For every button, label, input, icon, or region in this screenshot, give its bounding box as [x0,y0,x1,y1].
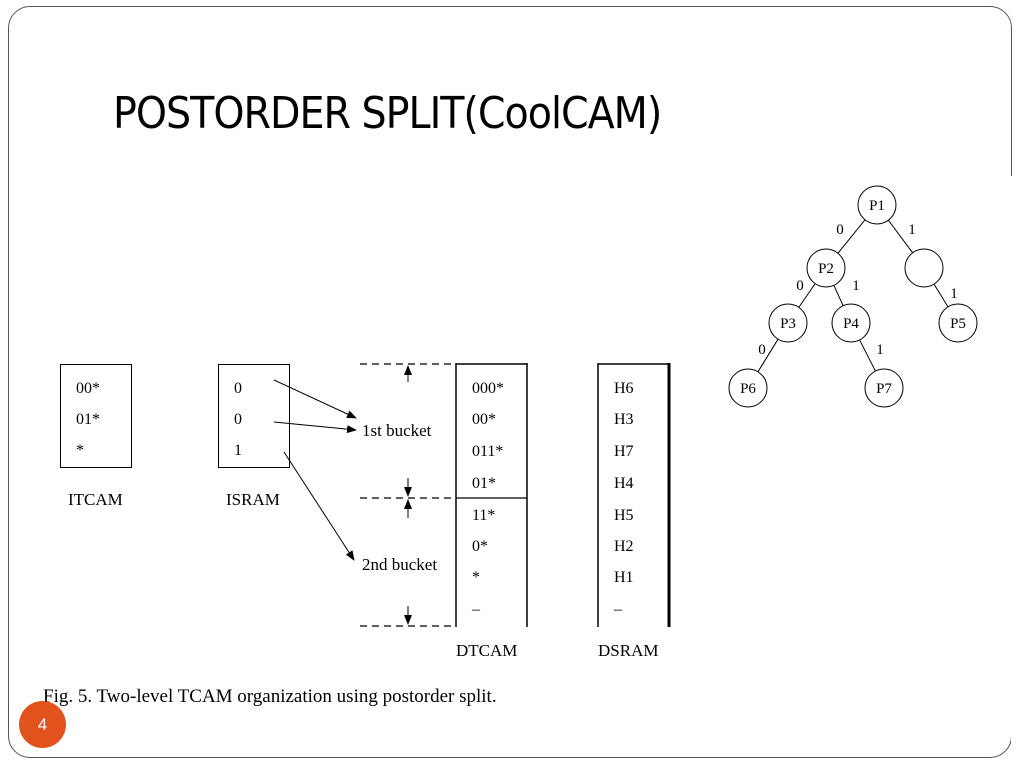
dtcam-entry: * [472,569,480,586]
trie-edge [757,338,779,373]
trie-edge-bit: 0 [836,222,844,238]
trie-node-label: P6 [740,381,756,397]
dtcam-entry: 000* [472,380,504,397]
trie-node [864,368,904,408]
trie-edge [933,283,949,308]
dsram-entry: H3 [614,411,634,428]
slide-edge [1011,176,1024,768]
dtcam-entry: 00* [472,411,496,428]
trie-node [904,248,944,288]
dtcam-entry: 011* [472,443,504,460]
trie-node-label: P7 [876,381,892,397]
trie-edge-bit: 1 [852,278,860,294]
itcam-table [60,364,132,468]
dtcam-label: DTCAM [456,641,518,660]
isram-entry: 0 [234,411,242,428]
isram-label: ISRAM [226,490,280,509]
pointer-arrow-3 [283,451,355,561]
trie-node-label: P4 [843,316,859,332]
page-number-badge: 4 [19,701,66,748]
itcam-entry: 01* [76,411,100,428]
trie-node-label: P1 [869,198,885,214]
trie-edge [859,339,876,372]
dsram-entry: H2 [614,538,634,555]
dsram-label: DSRAM [598,641,659,660]
slide-title: POSTORDER SPLIT(CoolCAM) [113,88,662,139]
trie-edge-bit: 0 [796,278,804,294]
trie-node [728,368,768,408]
trie-node-label: P3 [780,316,796,332]
first-bucket-label: 1st bucket [362,421,432,440]
dtcam-entry: 01* [472,475,496,492]
trie-edge-bit: 0 [758,342,766,358]
second-bucket-label: 2nd bucket [362,555,438,574]
dsram-entry: H4 [614,475,634,492]
trie-edge [837,219,866,254]
pointer-arrow-2 [273,421,357,434]
itcam-entry: 00* [76,380,100,397]
trie-node [768,303,808,343]
trie-edge [798,283,816,308]
trie-edge-bit: 1 [950,286,958,302]
isram-entry: 0 [234,380,242,397]
trie-node [857,185,897,225]
dsram-entry: H1 [614,569,634,586]
itcam-label: ITCAM [68,490,123,509]
dsram-entry: H5 [614,507,634,524]
trie-edge-bit: 1 [876,342,884,358]
dtcam-entry: – [472,601,480,618]
itcam-entry: * [76,442,84,459]
trie-node [938,303,978,343]
trie-edge [833,285,844,306]
dtcam-entry: 11* [472,507,496,524]
trie-node-label: P2 [818,261,834,277]
pointer-arrow-1 [273,379,357,419]
trie-edge [887,219,914,254]
trie-node [831,303,871,343]
isram-table [218,364,290,468]
dsram-entry: – [614,601,622,618]
figure-caption: Fig. 5. Two-level TCAM organization usin… [43,686,497,707]
isram-entry: 1 [234,442,242,459]
trie-edge-bit: 1 [908,222,916,238]
dsram-entry: H6 [614,380,634,397]
trie-node-label: P5 [950,316,966,332]
dtcam-entry: 0* [472,538,488,555]
trie-node [806,248,846,288]
dsram-entry: H7 [614,443,634,460]
